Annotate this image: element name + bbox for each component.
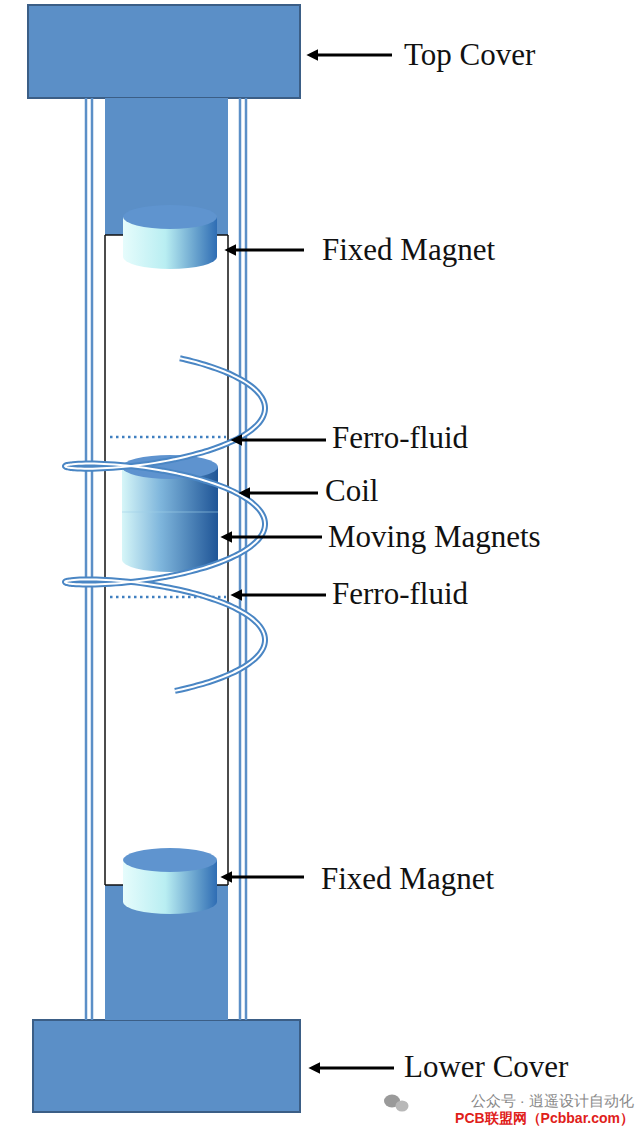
part-label: Moving Magnets bbox=[328, 519, 541, 555]
coil-winding bbox=[65, 358, 265, 691]
watermark-icon bbox=[384, 1095, 409, 1112]
part-label: Fixed Magnet bbox=[321, 861, 494, 897]
part-label: Ferro-fluid bbox=[332, 576, 468, 612]
inner-tube bbox=[105, 235, 228, 885]
upper-column bbox=[105, 98, 228, 235]
watermark: PCB联盟网（Pcbbar.com） bbox=[455, 1110, 634, 1126]
fixed-magnet bbox=[123, 848, 217, 914]
coil-wire bbox=[65, 358, 265, 691]
fixed-magnet bbox=[123, 205, 217, 269]
coil-wire bbox=[65, 358, 265, 691]
part-label: Lower Cover bbox=[404, 1049, 568, 1085]
part-label: Top Cover bbox=[404, 37, 535, 73]
part-label: Coil bbox=[325, 473, 378, 509]
lower-cover bbox=[33, 1020, 300, 1112]
watermark: 公众号 · 逍遥设计自动化 bbox=[471, 1092, 634, 1109]
part-label: Ferro-fluid bbox=[332, 420, 468, 456]
leader-arrow bbox=[230, 55, 394, 1068]
part-label: Fixed Magnet bbox=[322, 232, 495, 268]
top-cover bbox=[28, 5, 300, 98]
